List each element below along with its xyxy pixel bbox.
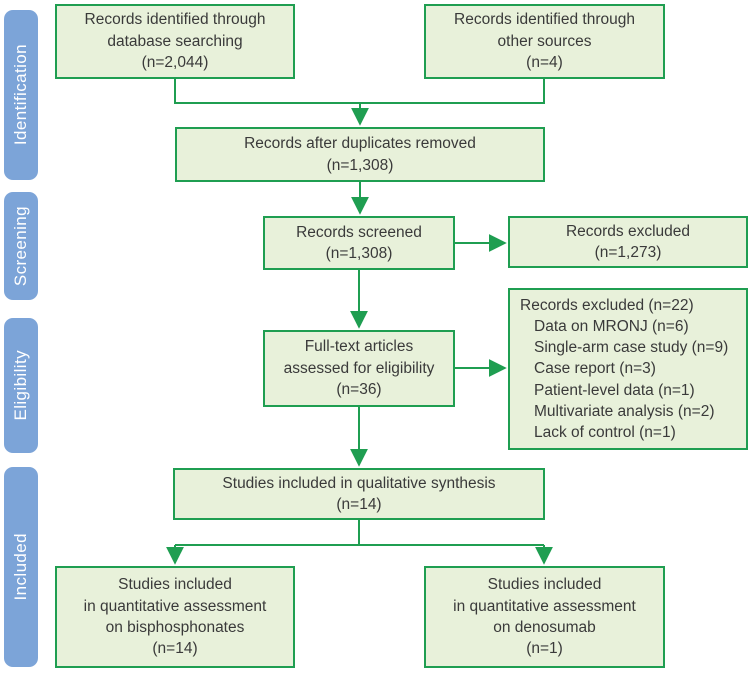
box-quantitative-bisphosphonates: Studies included in quantitative assessm…	[55, 566, 295, 668]
stage-label-eligibility: Eligibility	[11, 350, 30, 421]
stage-bar-included: Included	[4, 467, 38, 667]
box-qualitative-synthesis-text: Studies included in qualitative synthesi…	[222, 474, 496, 513]
box-fulltext-assessed: Full-text articles assessed for eligibil…	[263, 330, 455, 407]
box-other-sources: Records identified through other sources…	[424, 4, 665, 79]
box-fulltext-assessed-text: Full-text articles assessed for eligibil…	[283, 338, 435, 399]
box-database-search: Records identified through database sear…	[55, 4, 295, 79]
box-fulltext-excluded-item-3: Case report (n=3)	[534, 360, 656, 378]
box-fulltext-excluded-item-6: Lack of control (n=1)	[534, 423, 676, 441]
stage-label-identification: Identification	[11, 44, 30, 146]
box-fulltext-excluded-item-1: Data on MRONJ (n=6)	[534, 318, 689, 336]
box-after-duplicates: Records after duplicates removed (n=1,30…	[175, 127, 545, 182]
connector-top-merge	[174, 79, 545, 104]
box-quantitative-bisphosphonates-text: Studies included in quantitative assessm…	[83, 576, 267, 658]
box-after-duplicates-text: Records after duplicates removed (n=1,30…	[244, 135, 476, 174]
box-records-screened: Records screened (n=1,308)	[263, 216, 455, 270]
box-qualitative-synthesis: Studies included in qualitative synthesi…	[173, 468, 545, 520]
box-quantitative-denosumab-text: Studies included in quantitative assessm…	[453, 576, 636, 658]
stage-bar-eligibility: Eligibility	[4, 318, 38, 453]
box-fulltext-excluded-item-4: Patient-level data (n=1)	[534, 381, 695, 399]
box-records-excluded-text: Records excluded (n=1,273)	[565, 222, 691, 261]
box-records-screened-text: Records screened (n=1,308)	[296, 223, 422, 262]
stage-bar-screening: Screening	[4, 192, 38, 300]
stage-bar-identification: Identification	[4, 10, 38, 180]
box-quantitative-denosumab: Studies included in quantitative assessm…	[424, 566, 665, 668]
box-records-excluded: Records excluded (n=1,273)	[508, 216, 748, 268]
box-fulltext-excluded-item-2: Single-arm case study (n=9)	[534, 339, 729, 357]
connector-bottom-split	[175, 520, 544, 546]
box-fulltext-excluded-item-5: Multivariate analysis (n=2)	[534, 402, 715, 420]
stage-label-screening: Screening	[11, 205, 30, 287]
box-database-search-text: Records identified through database sear…	[84, 11, 266, 72]
stage-label-included: Included	[11, 533, 30, 601]
box-fulltext-excluded-title: Records excluded (n=22)	[520, 297, 694, 315]
box-other-sources-text: Records identified through other sources…	[454, 11, 635, 72]
box-fulltext-excluded: Records excluded (n=22) Data on MRONJ (n…	[508, 288, 748, 450]
